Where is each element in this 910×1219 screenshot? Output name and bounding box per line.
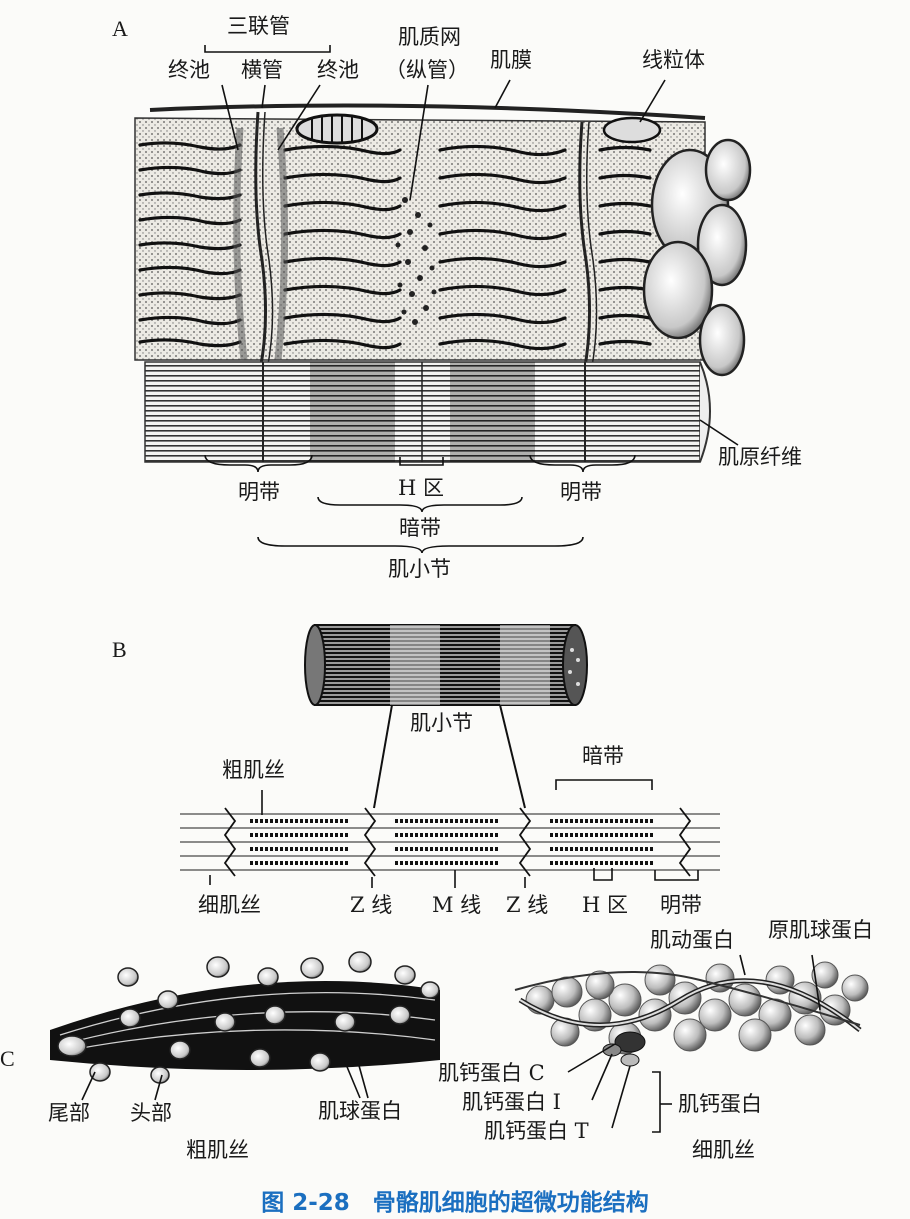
label-t-tubule: 横管 — [241, 58, 283, 82]
label-sarcomere-b: 肌小节 — [410, 711, 473, 735]
label-i-band-right: 明带 — [560, 480, 602, 504]
label-a-band-a: 暗带 — [399, 516, 441, 540]
figure-caption: 图 2-28 骨骼肌细胞的超微功能结构 — [261, 1190, 649, 1216]
label-triad: 三联管 — [227, 14, 290, 38]
label-troponin: 肌钙蛋白 — [678, 1092, 762, 1116]
label-h-zone-a: H 区 — [398, 476, 444, 500]
panel-c-thick-drawing — [50, 951, 440, 1101]
label-myosin: 肌球蛋白 — [318, 1099, 402, 1123]
label-i-band-b: 明带 — [660, 893, 702, 917]
panel-a-drawing — [134, 45, 752, 554]
label-thin-filament-b: 细肌丝 — [198, 893, 261, 917]
panel-label-b: B — [112, 637, 127, 662]
label-troponin-t: 肌钙蛋白 T — [484, 1119, 589, 1143]
panel-label-c: C — [0, 1046, 15, 1071]
label-troponin-i: 肌钙蛋白 I — [462, 1090, 561, 1114]
panel-b-drawing — [180, 624, 720, 888]
label-z-line-left: Z 线 — [350, 893, 393, 917]
panel-c-thin-drawing — [514, 954, 869, 1133]
label-sarcolemma: 肌膜 — [490, 48, 532, 72]
label-sarcoplasmic-reticulum: 肌质网 — [398, 25, 461, 49]
label-a-band-b: 暗带 — [582, 744, 624, 768]
label-thick-filament-b: 粗肌丝 — [222, 758, 285, 782]
label-myofibril: 肌原纤维 — [718, 445, 802, 469]
label-longitudinal-tubule: （纵管） — [385, 58, 469, 82]
label-i-band-left: 明带 — [238, 480, 280, 504]
label-mitochondrion: 线粒体 — [642, 48, 705, 72]
label-troponin-c: 肌钙蛋白 C — [438, 1061, 545, 1085]
label-h-zone-b: H 区 — [582, 893, 628, 917]
label-terminal-cisterna-left: 终池 — [168, 58, 210, 82]
label-actin: 肌动蛋白 — [650, 928, 734, 952]
panel-label-a: A — [112, 16, 128, 41]
label-z-line-right: Z 线 — [506, 893, 549, 917]
label-sarcomere-a: 肌小节 — [388, 557, 451, 581]
label-tail: 尾部 — [48, 1101, 90, 1125]
label-thin-filament-c: 细肌丝 — [692, 1138, 755, 1162]
label-tropomyosin: 原肌球蛋白 — [768, 918, 873, 942]
label-head: 头部 — [130, 1101, 172, 1125]
label-thick-filament-c: 粗肌丝 — [186, 1138, 249, 1162]
label-terminal-cisterna-right: 终池 — [317, 58, 359, 82]
label-m-line: M 线 — [432, 893, 482, 917]
